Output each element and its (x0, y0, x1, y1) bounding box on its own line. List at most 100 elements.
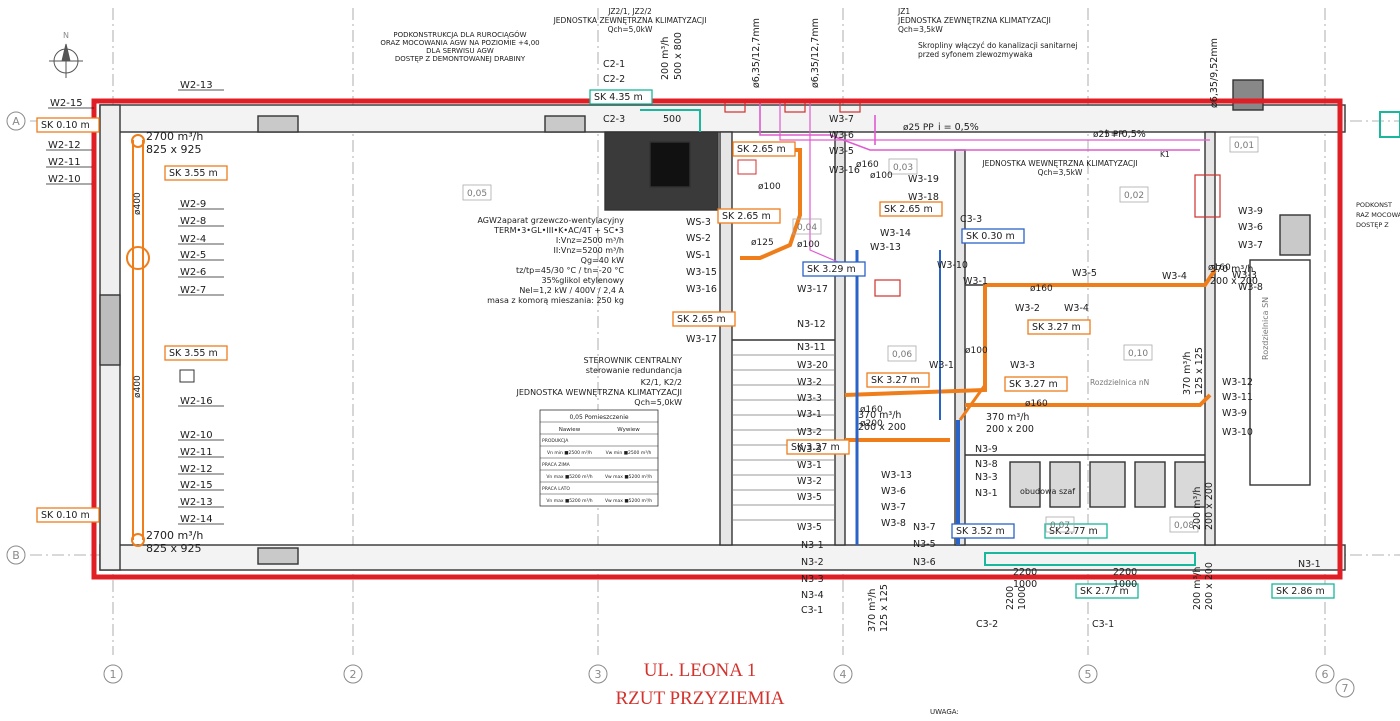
duct-tag-left: W2-11 (48, 157, 81, 168)
duct-tag-left: W2-10 (48, 174, 81, 185)
grid-col-1: 1 (110, 668, 117, 681)
grid-row-B-bubble (6, 545, 26, 565)
elevation-tag-box (1075, 583, 1139, 599)
duct-tag: N3-5 (913, 539, 936, 550)
duct-tag-left: W2-8 (180, 216, 206, 227)
duct-tag: W3-2 (797, 427, 822, 438)
duct-tag: W3-8 (1238, 282, 1263, 293)
duct-tag: W3-1 (797, 460, 822, 471)
diameter-label: ø400 (133, 192, 143, 215)
elevation-tag-box (1004, 376, 1068, 392)
duct-tag: N3-6 (913, 557, 936, 568)
duct-tag: W3-6 (829, 130, 854, 141)
duct-tag: W3-8 (881, 518, 906, 529)
room-number-box (1169, 516, 1199, 533)
room-number: 0,06 (892, 350, 912, 360)
elevation-tag: SK 2.65 m (722, 211, 771, 222)
elevation-tag-box (879, 201, 943, 217)
room-number: 0,05 (467, 189, 487, 199)
note-switchgear: Rozdzielnica SN (1261, 297, 1270, 360)
grid-col-2-bubble (343, 664, 363, 684)
duct-tag: W3-17 (797, 284, 828, 295)
dimension-label: 370 m³/h (1182, 352, 1193, 395)
duct-tag: W3-20 (797, 360, 828, 371)
elevation-tag-box (36, 507, 100, 523)
duct-tag: W3-7 (881, 502, 906, 513)
note-enclosure: obudowa szaf (1020, 487, 1075, 496)
diameter-label: ø160 (856, 160, 879, 170)
note-agw: tz/tp=45/30 °C / tn=-20 °C (516, 266, 624, 275)
grid-col-6-bubble (1315, 664, 1335, 684)
elevation-tag: SK 4.35 m (594, 92, 643, 103)
duct-tag: WS-2 (686, 233, 711, 244)
grid-col-5-bubble (1078, 664, 1098, 684)
duct-tag: W3-13 (870, 242, 901, 253)
note-support: ORAZ MOCOWANIA AGW NA POZIOMIE +4,00 (380, 39, 539, 47)
table-cell: Vn max ■5200 m³/h (546, 474, 592, 480)
room-number-box (462, 184, 492, 201)
elevation-tag: SK 3.27 m (871, 375, 920, 386)
note-support: DLA SERWISU AGW (426, 47, 494, 55)
table-cell: Vw max ■5200 m³/h (605, 498, 652, 504)
elevation-tag-box (786, 439, 850, 455)
duct-tag-left: W2-9 (180, 199, 206, 210)
note-switchgear: Rozdzielnica nN (1090, 378, 1149, 387)
duct-tag: W3-3 (1010, 360, 1035, 371)
room-number: 0,04 (797, 223, 817, 233)
duct-tag: W3-2 (797, 377, 822, 388)
room-number-box (1045, 516, 1075, 533)
grid-col-4-bubble (833, 664, 853, 684)
duct-tag: W3-11 (1222, 392, 1253, 403)
room-number: 0,03 (893, 163, 913, 173)
duct-tag: W3-2 (797, 476, 822, 487)
note-agw: masa z komorą mieszania: 250 kg (487, 296, 624, 305)
duct-tag: N3-1 (975, 488, 998, 499)
remark-label: UWAGA: (930, 708, 959, 716)
duct-tag: WS-1 (686, 250, 711, 261)
dimension-label: ø6,35/12,7mm (810, 18, 821, 88)
elevation-tag: SK 3.27 m (1032, 322, 1081, 333)
duct-tag: N3-3 (975, 472, 998, 483)
dimension-label: 370 m³/h (1210, 264, 1253, 275)
duct-tag: N3-1 (1298, 559, 1321, 570)
table-cell: PRACA ZIMA (542, 462, 571, 468)
diameter-label: ø125 (751, 238, 774, 248)
room-number-box (1229, 136, 1259, 153)
duct-tag: W3-3 (1232, 270, 1257, 281)
duct-tag: C2-3 (603, 114, 625, 125)
elevation-tag: SK 2.86 m (1276, 586, 1325, 597)
elevation-tag: SK 2.65 m (884, 204, 933, 215)
elevation-tag: SK 0.10 m (41, 510, 90, 521)
duct-tag: C3-2 (976, 619, 998, 630)
duct-tag: W3-6 (881, 486, 906, 497)
air-schedule-table (539, 409, 659, 507)
room-number-box (1123, 344, 1153, 361)
dimension-label: 200 x 200 (858, 422, 906, 433)
note-agw: II:Vnz=5200 m³/h (553, 246, 624, 255)
elevation-tag-box (961, 228, 1025, 244)
duct-tag: W3-5 (797, 522, 822, 533)
note-agw: 35%glikol etylenowy (542, 276, 625, 285)
table-cell: PRODUKCJA (542, 438, 569, 444)
elevation-tag-box (866, 372, 930, 388)
duct-tag: C3-1 (1092, 619, 1114, 630)
grid-bubbles (6, 111, 1355, 698)
duct-tag: W3-12 (1222, 377, 1253, 388)
north-arrow-icon (49, 43, 83, 78)
elevation-tag-box (1271, 583, 1335, 599)
duct-tag-left: W2-15 (50, 98, 83, 109)
diameter-label: ø160 (1208, 263, 1231, 273)
grid-row-B: B (12, 549, 20, 562)
note-cut: PODKONST (1356, 201, 1392, 209)
flow-label: 825 x 925 (146, 143, 202, 156)
elevation-tag-box (672, 311, 736, 327)
diameter-label: ø25 PP (1093, 130, 1124, 140)
duct-tag: W3-10 (937, 260, 968, 271)
duct-tag: W3-6 (1238, 222, 1263, 233)
duct-tag-left: W2-12 (180, 464, 213, 475)
note-outdoor-unit: JZ2/1, JZ2/2 (607, 7, 652, 16)
table-cell: PRACA LATO (542, 486, 570, 492)
duct-tag: N3-4 (801, 590, 824, 601)
duct-tag: N3-2 (801, 557, 824, 568)
